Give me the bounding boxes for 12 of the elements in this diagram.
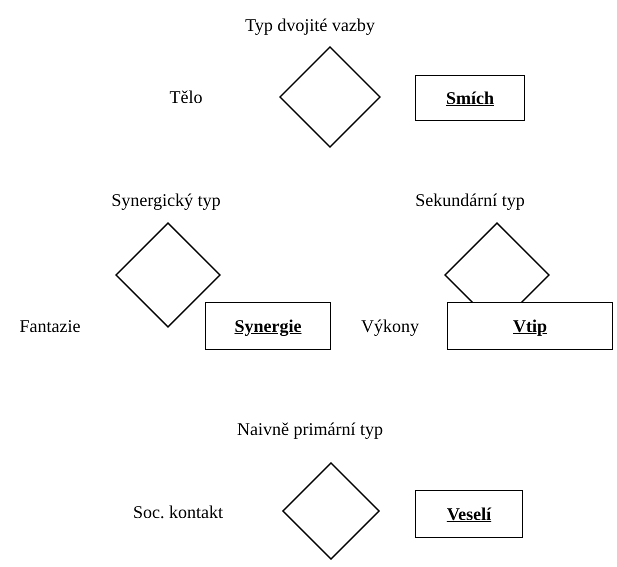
term-box: Veselí <box>415 490 523 538</box>
category-label: Výkony <box>361 314 419 338</box>
category-label: Tělo <box>170 86 202 108</box>
category-label: Naivně primární typ <box>237 418 383 440</box>
category-label: Sekundární typ <box>415 188 525 212</box>
category-label: Soc. kontakt <box>133 500 223 524</box>
category-label: Typ dvojité vazby <box>245 14 375 36</box>
category-label: Synergický typ <box>111 188 221 212</box>
term-box: Smích <box>415 75 525 121</box>
term-box: Vtip <box>447 302 613 350</box>
category-label: Fantazie <box>20 314 80 338</box>
term-box: Synergie <box>205 302 331 350</box>
